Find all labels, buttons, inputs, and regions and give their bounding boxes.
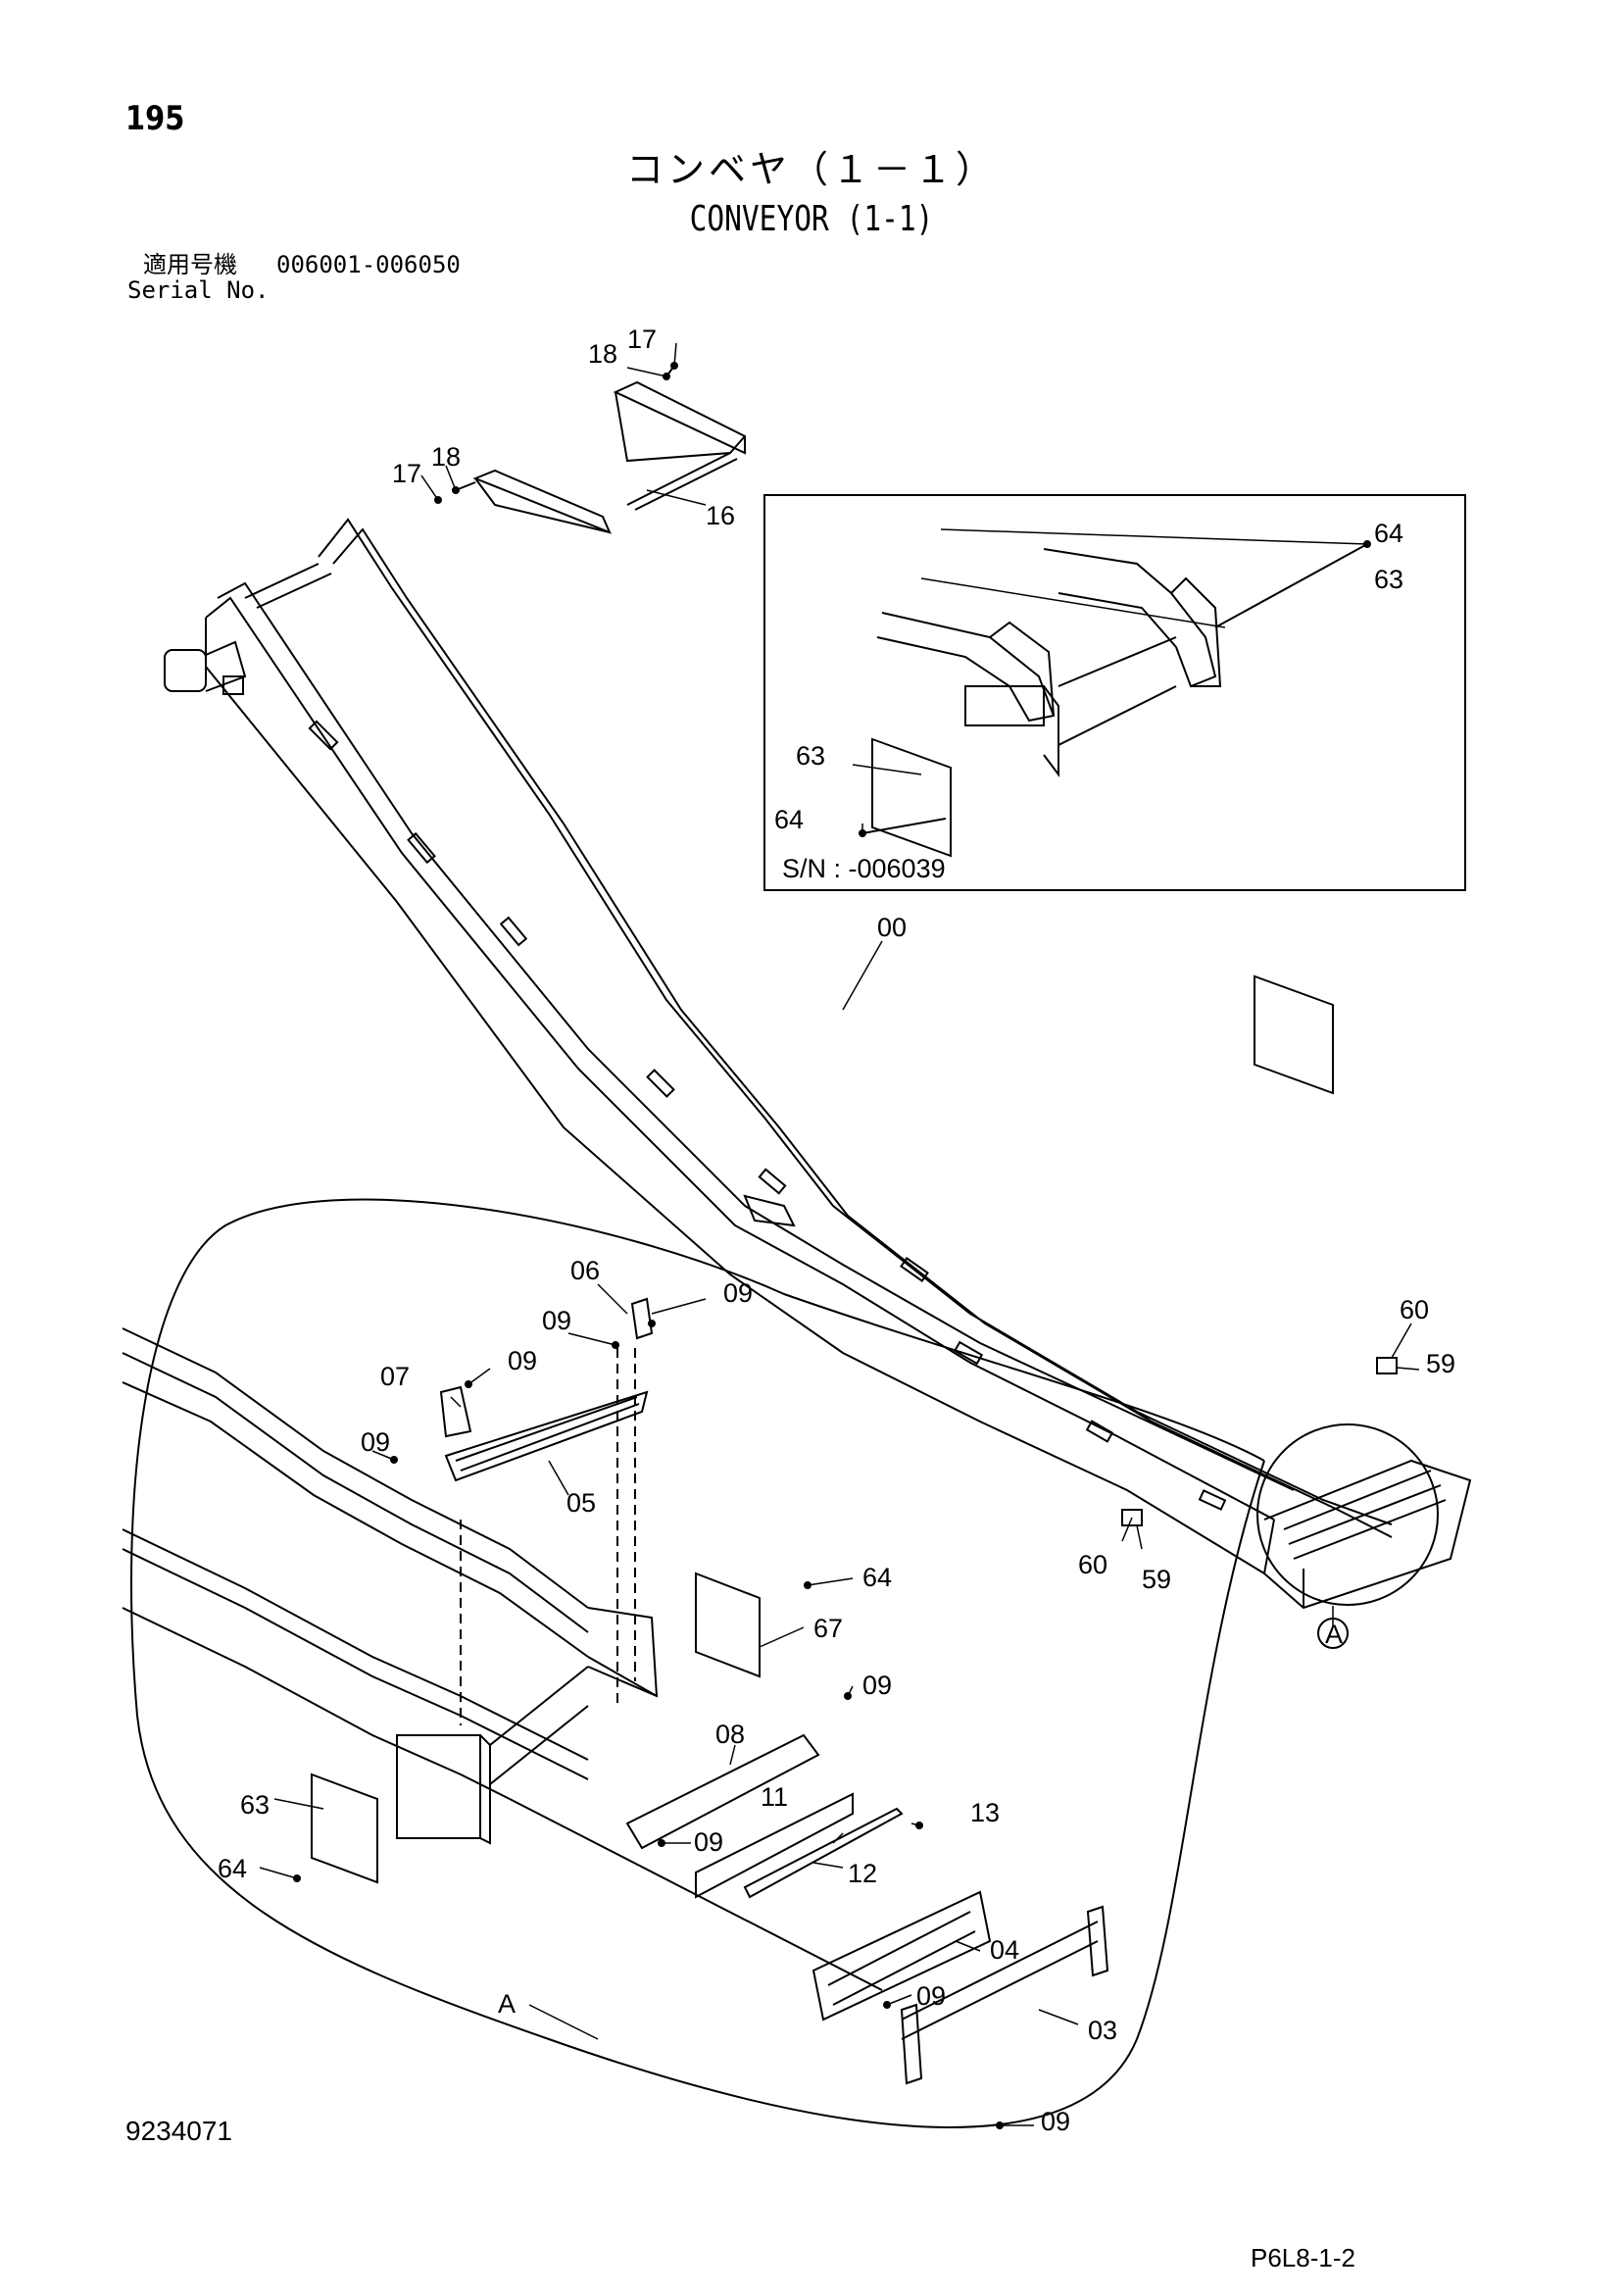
label-09: 09 [508,1346,537,1375]
label-09: 09 [694,1827,723,1857]
label-59: 59 [1142,1565,1171,1594]
leader-lines [259,342,1420,2126]
label-64: 64 [1374,519,1403,548]
label-07: 07 [380,1362,410,1391]
serial-range: 006001-006050 [276,251,461,278]
label-64: 64 [218,1854,247,1883]
label-67: 67 [813,1614,843,1643]
conveyor-frame [164,518,1472,1610]
label-64: 64 [862,1563,892,1592]
guard-bracket [434,362,746,534]
label-63: 63 [796,741,825,771]
label-60: 60 [1400,1295,1429,1324]
label-09: 09 [862,1671,892,1700]
inset-box [763,494,1466,891]
label-17: 17 [392,459,421,488]
label-60: 60 [1078,1550,1107,1579]
label-08: 08 [715,1720,745,1749]
page-code: P6L8-1-2 [1251,2243,1355,2272]
label-59: 59 [1426,1349,1455,1378]
page-number: 195 [125,99,185,138]
serial-label-en: Serial No. [127,276,270,304]
page-title-jp: コンベヤ（１－１） [625,148,997,191]
label-17: 17 [627,324,657,354]
label-12: 12 [848,1859,877,1888]
label-09: 09 [542,1306,571,1335]
detail-label-a: A [498,1989,516,2019]
label-11: 11 [761,1782,788,1812]
label-09: 09 [916,1981,946,2011]
label-05: 05 [566,1488,596,1518]
label-13: 13 [970,1798,1000,1827]
label-16: 16 [706,501,735,530]
detail-a-boundary [130,1198,1265,2128]
label-04: 04 [990,1935,1019,1965]
drawing-number: 9234071 [125,2116,233,2146]
detail-marker-a: A [1325,1620,1343,1649]
label-18: 18 [588,339,617,369]
detail-a-assembly [122,1297,1109,2129]
part-labels: 17 18 18 17 16 64 63 63 64 S/N : -006039… [218,324,1455,2136]
label-00: 00 [877,913,907,942]
label-09: 09 [723,1278,753,1308]
label-63: 63 [1374,565,1403,594]
label-18: 18 [431,442,461,472]
label-06: 06 [570,1256,600,1285]
label-63: 63 [240,1790,270,1820]
inset-assembly [859,540,1371,1095]
page-title-en: CONVEYOR (1-1) [689,199,934,239]
serial-label-jp: 適用号機 [143,251,237,278]
label-64: 64 [774,805,804,834]
label-03: 03 [1088,2016,1117,2045]
label-09: 09 [1041,2107,1070,2136]
label-09: 09 [361,1427,390,1457]
inset-serial-note: S/N : -006039 [782,854,946,883]
